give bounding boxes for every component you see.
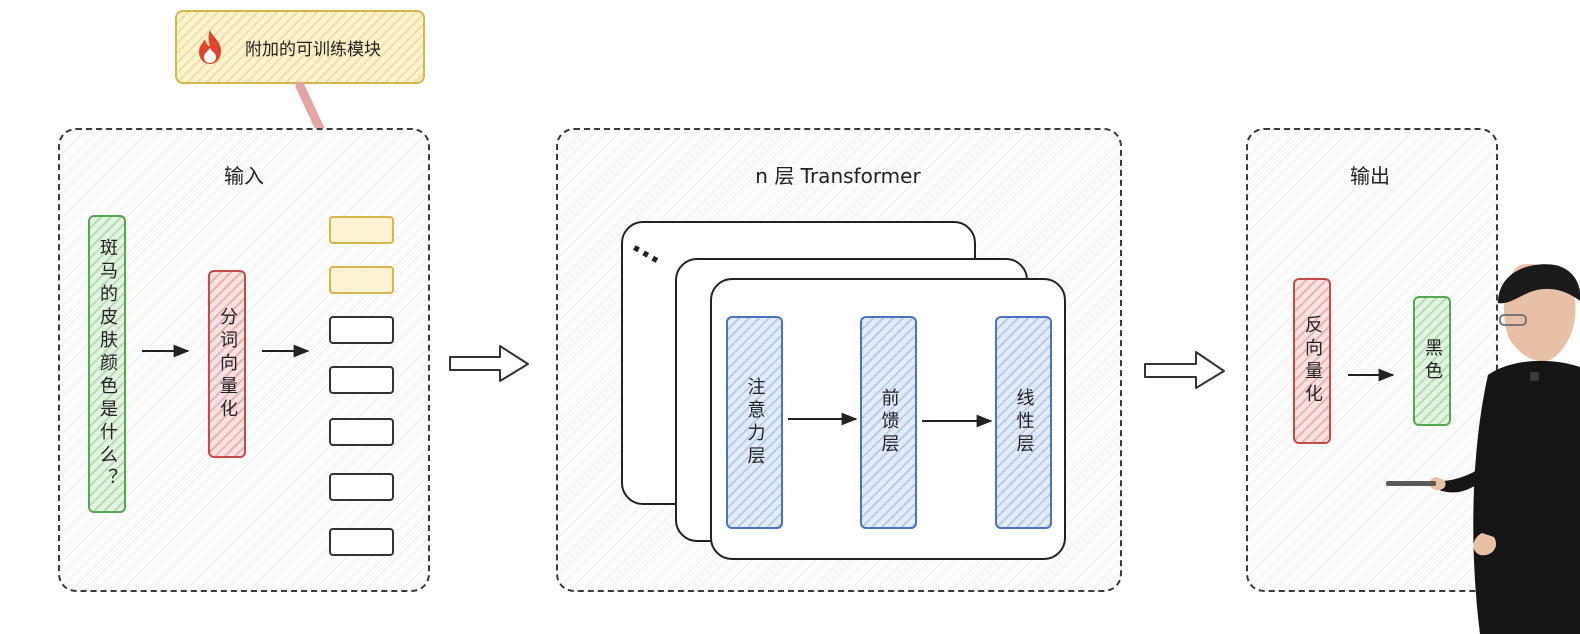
- output-section: [1246, 128, 1498, 592]
- presenter-figure: [1386, 264, 1580, 634]
- input-token-1: [329, 316, 394, 344]
- callout-label: 附加的可训练模块: [245, 39, 381, 60]
- result-text: 黑色: [1422, 338, 1443, 384]
- input-token-2: [329, 366, 394, 394]
- linear-layer-text: 线性层: [1013, 388, 1035, 457]
- trainable-token-1: [329, 216, 394, 244]
- linear-layer-box: 线性层: [995, 316, 1052, 529]
- trainable-module-callout: 附加的可训练模块: [175, 10, 425, 84]
- tokenizer-text: 分词向量化: [217, 306, 238, 422]
- trainable-token-2: [329, 266, 394, 294]
- big-arrow-input-to-transformer: [449, 345, 529, 382]
- output-section-title: 输出: [1350, 164, 1390, 188]
- question-text: 斑马的皮肤颜色是什么？: [97, 237, 118, 491]
- attention-layer-box: 注意力层: [726, 316, 783, 529]
- tokenizer-box: 分词向量化: [208, 270, 246, 458]
- input-token-4: [329, 473, 394, 501]
- big-arrow-transformer-to-output: [1144, 351, 1225, 389]
- result-box: 黑色: [1413, 296, 1451, 426]
- transformer-section-title: n 层 Transformer: [755, 164, 921, 188]
- feedforward-layer-text: 前馈层: [878, 388, 900, 457]
- input-token-3: [329, 418, 394, 446]
- fire-icon: [199, 30, 221, 64]
- attention-layer-text: 注意力层: [744, 376, 766, 469]
- input-token-5: [329, 528, 394, 556]
- devectorize-box: 反向量化: [1293, 278, 1331, 444]
- devectorize-text: 反向量化: [1302, 315, 1323, 407]
- feedforward-layer-box: 前馈层: [860, 316, 917, 529]
- question-box: 斑马的皮肤颜色是什么？: [88, 215, 126, 513]
- input-section-title: 输入: [224, 164, 264, 188]
